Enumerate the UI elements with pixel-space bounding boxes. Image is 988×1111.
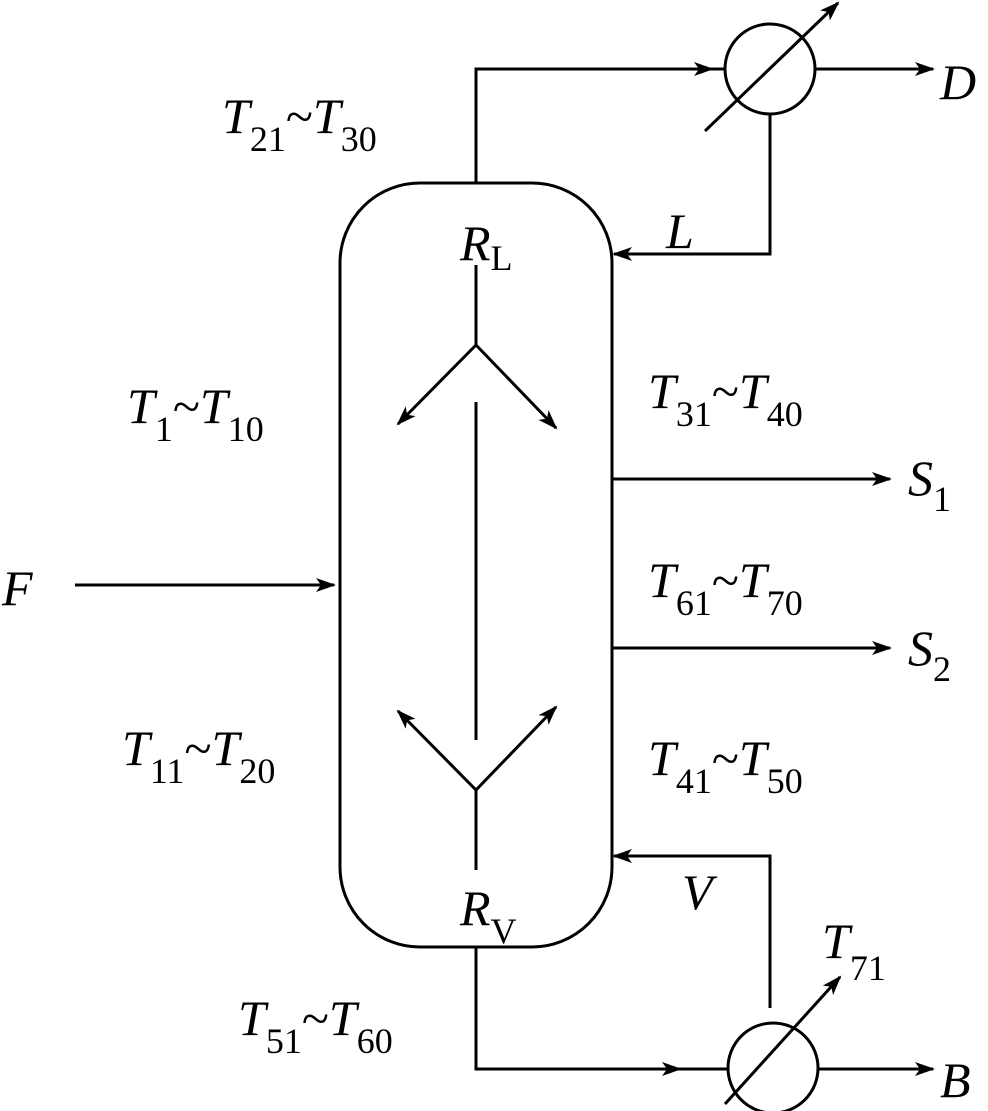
sensor-group-bottom: T51~T60 — [238, 990, 393, 1061]
side-draw-2-label: S2 — [908, 620, 951, 689]
sensor-group-lower-left: T11~T20 — [122, 720, 275, 791]
feed-label: F — [1, 560, 33, 616]
liquid-split-right-arrow — [474, 343, 558, 430]
sensor-group-right-lower: T41~T50 — [648, 730, 803, 801]
overhead-vapor-line — [474, 67, 724, 183]
boilup-label: V — [682, 864, 718, 920]
boilup-ratio-label: RV — [459, 880, 517, 951]
liquid-split-left-arrow — [396, 343, 478, 426]
side-draw-1-label: S1 — [908, 450, 951, 519]
sensor-group-upper-left: T1~T10 — [127, 378, 264, 449]
condenser-control-arrow — [703, 1, 840, 133]
vapor-split-right-arrow — [474, 705, 558, 792]
bottoms-line — [474, 947, 728, 1071]
reboiler[interactable] — [726, 1021, 820, 1111]
reboiler-sensor-label: T71 — [822, 913, 886, 988]
sensor-group-right-middle: T61~T70 — [648, 552, 803, 623]
reflux-label: L — [665, 203, 694, 259]
boilup-line — [612, 849, 772, 1008]
reflux-line — [612, 114, 772, 261]
sensor-group-right-upper: T31~T40 — [648, 363, 803, 434]
vapor-split-left-arrow — [396, 709, 478, 792]
reboiler-control-arrow — [723, 975, 842, 1106]
distillate-label: D — [939, 54, 976, 110]
reflux-ratio-label: RL — [459, 215, 513, 278]
bottoms-label: B — [940, 1052, 971, 1108]
sensor-group-top: T21~T30 — [222, 88, 377, 159]
